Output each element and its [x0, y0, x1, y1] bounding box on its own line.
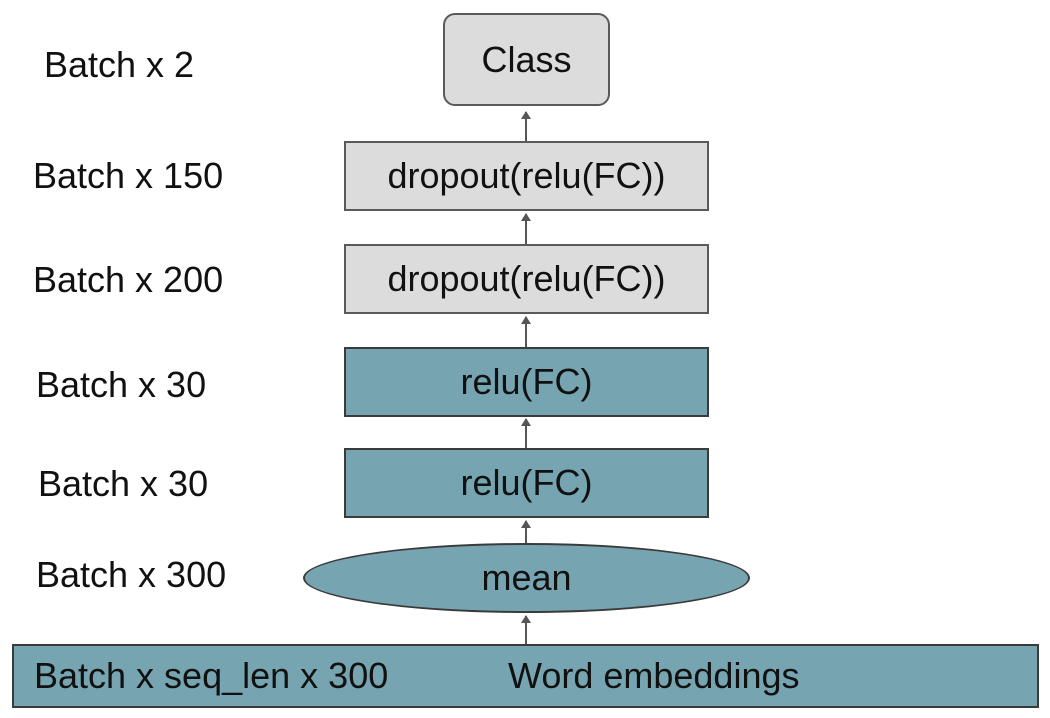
node-relu-fc-1: relu(FC)	[344, 347, 709, 417]
dim-label-relu-fc-2: Batch x 30	[38, 463, 209, 504]
node-dropout-relu-fc-200: dropout(relu(FC))	[344, 244, 709, 314]
input-dim-label: Batch x seq_len x 300	[34, 655, 389, 696]
input-label: Word embeddings	[508, 655, 800, 696]
node-word-embeddings: Batch x seq_len x 300 Word embeddings	[12, 644, 1039, 708]
node-relu-fc-2: relu(FC)	[344, 448, 709, 518]
node-mean: mean	[303, 543, 750, 613]
dim-label-relu-fc-1: Batch x 30	[36, 364, 207, 405]
node-class: Class	[443, 13, 610, 106]
dim-label-dropout-150: Batch x 150	[33, 155, 224, 196]
dim-label-mean: Batch x 300	[36, 554, 227, 595]
dim-label-class: Batch x 2	[44, 44, 195, 85]
dim-label-dropout-200: Batch x 200	[33, 259, 224, 300]
node-dropout-relu-fc-150: dropout(relu(FC))	[344, 141, 709, 211]
